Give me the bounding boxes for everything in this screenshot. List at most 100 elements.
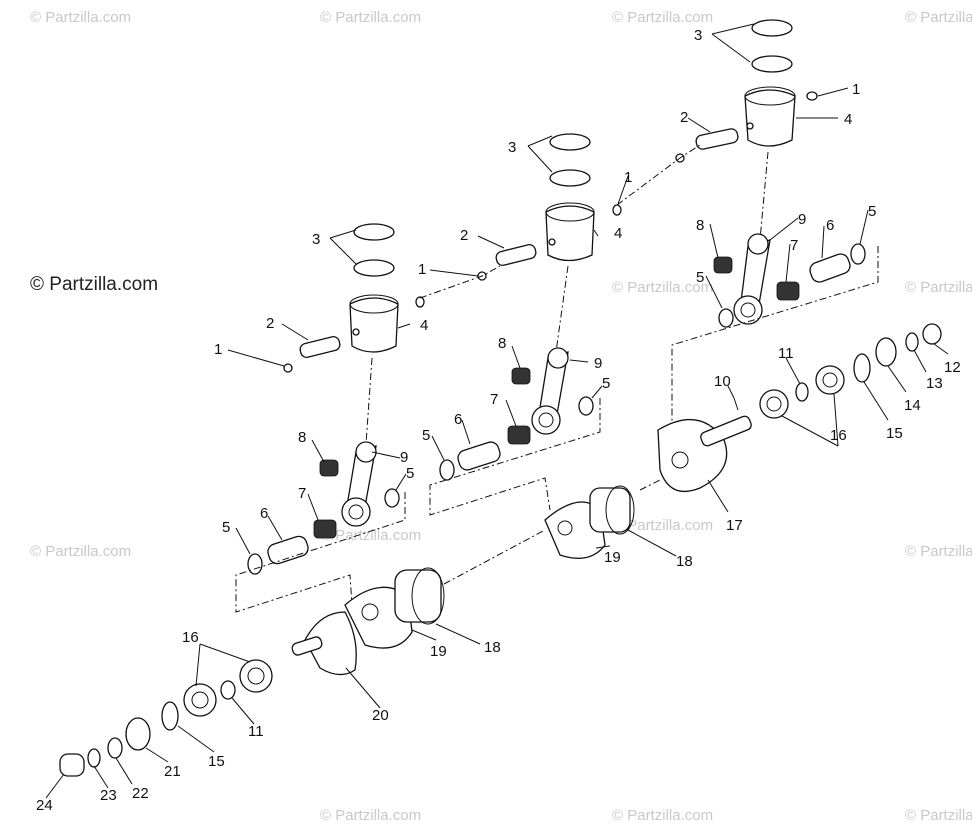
callout-5: 5	[696, 269, 704, 286]
ring-clip-icon	[283, 363, 293, 373]
callout-22: 22	[132, 785, 149, 802]
piston-icon	[349, 297, 399, 353]
callout-23: 23	[100, 787, 117, 804]
callout-1: 1	[418, 261, 426, 278]
snap-ring-icon	[795, 382, 809, 402]
watermark: © Partzilla.com	[320, 807, 421, 824]
crankshaft-assembly	[59, 323, 942, 777]
callout-16: 16	[182, 629, 199, 646]
callout-9: 9	[798, 211, 806, 228]
washer-icon	[247, 553, 263, 575]
washer-icon	[578, 396, 594, 416]
callout-9: 9	[594, 355, 602, 372]
center-seal-icon	[589, 487, 631, 533]
callout-4: 4	[614, 225, 622, 242]
collar-icon	[59, 753, 85, 777]
callout-7: 7	[298, 485, 306, 502]
washer-icon	[384, 488, 400, 508]
callout-1: 1	[852, 81, 860, 98]
callout-5: 5	[602, 375, 610, 392]
collar-icon	[922, 323, 942, 345]
callout-1: 1	[214, 341, 222, 358]
callout-2: 2	[266, 315, 274, 332]
ball-bearing-icon	[183, 683, 217, 717]
callout-3: 3	[508, 139, 516, 156]
callout-18: 18	[676, 553, 693, 570]
callout-13: 13	[926, 375, 943, 392]
piston-ring-icon	[549, 133, 591, 151]
callout-8: 8	[298, 429, 306, 446]
watermark: © Partzilla.com	[30, 9, 131, 26]
o-ring-icon	[87, 748, 101, 768]
retainer-ring-icon	[107, 737, 123, 759]
callout-11: 11	[248, 723, 264, 740]
key-icon	[733, 397, 739, 411]
callout-19: 19	[604, 549, 621, 566]
watermark: © Partzilla.com	[905, 807, 972, 824]
watermark: © Partzilla.com	[30, 543, 131, 560]
piston-ring-icon	[751, 55, 793, 73]
piston-pin-icon	[299, 335, 341, 359]
oil-seal-icon	[125, 717, 151, 751]
callout-8: 8	[696, 217, 704, 234]
ball-bearing-icon	[815, 365, 845, 395]
washer-icon	[850, 243, 866, 265]
crank-pin-icon	[809, 253, 851, 283]
callout-9: 9	[400, 449, 408, 466]
piston-ring-icon	[353, 223, 395, 241]
callout-1: 1	[624, 169, 632, 186]
callout-21: 21	[164, 763, 181, 780]
callout-15: 15	[208, 753, 225, 770]
callout-4: 4	[420, 317, 428, 334]
callout-3: 3	[312, 231, 320, 248]
watermark: © Partzilla.com	[320, 9, 421, 26]
callout-24: 24	[36, 797, 53, 814]
crank-pin-icon	[267, 535, 309, 565]
cylinder-1-assembly	[235, 223, 406, 613]
callout-19: 19	[430, 643, 447, 660]
piston-ring-icon	[353, 259, 395, 277]
ball-bearing-icon	[759, 389, 789, 419]
callout-3: 3	[694, 27, 702, 44]
oil-seal-icon	[875, 337, 897, 367]
callout-2: 2	[680, 109, 688, 126]
callout-10: 10	[714, 373, 731, 390]
callout-5: 5	[222, 519, 230, 536]
callout-18: 18	[484, 639, 501, 656]
callout-6: 6	[454, 411, 462, 428]
callout-6: 6	[826, 217, 834, 234]
callout-6: 6	[260, 505, 268, 522]
callout-14: 14	[904, 397, 921, 414]
partzilla-credit: © Partzilla.com	[30, 274, 158, 295]
crank-pin-icon	[457, 441, 501, 471]
piston-pin-icon	[495, 243, 537, 267]
callout-5: 5	[422, 427, 430, 444]
piston-pin-icon	[695, 128, 739, 150]
piston-ring-icon	[751, 19, 793, 37]
center-seal-icon	[394, 569, 442, 623]
piston-ring-icon	[549, 169, 591, 187]
watermark: © Partzilla.com	[905, 9, 972, 26]
ring-clip-icon	[806, 91, 818, 101]
watermark: © Partzilla.com	[905, 543, 972, 560]
callout-16: 16	[830, 427, 847, 444]
needle-bearing-icon	[776, 281, 800, 301]
o-ring-icon	[905, 332, 919, 352]
callout-5: 5	[406, 465, 414, 482]
callout-4: 4	[844, 111, 852, 128]
washer-icon	[718, 308, 734, 328]
callout-5: 5	[868, 203, 876, 220]
piston-icon	[545, 205, 595, 262]
small-end-bearing-icon	[511, 367, 531, 385]
needle-bearing-icon	[507, 425, 531, 445]
callout-17: 17	[726, 517, 743, 534]
cylinder-2-assembly	[415, 133, 601, 516]
callout-7: 7	[790, 237, 798, 254]
small-end-bearing-icon	[319, 459, 339, 477]
piston-icon	[744, 89, 796, 147]
watermark: © Partzilla.com	[612, 517, 713, 534]
cylinder-3-assembly	[612, 19, 879, 425]
ring-clip-icon	[612, 204, 622, 216]
callout-11: 11	[778, 345, 794, 362]
